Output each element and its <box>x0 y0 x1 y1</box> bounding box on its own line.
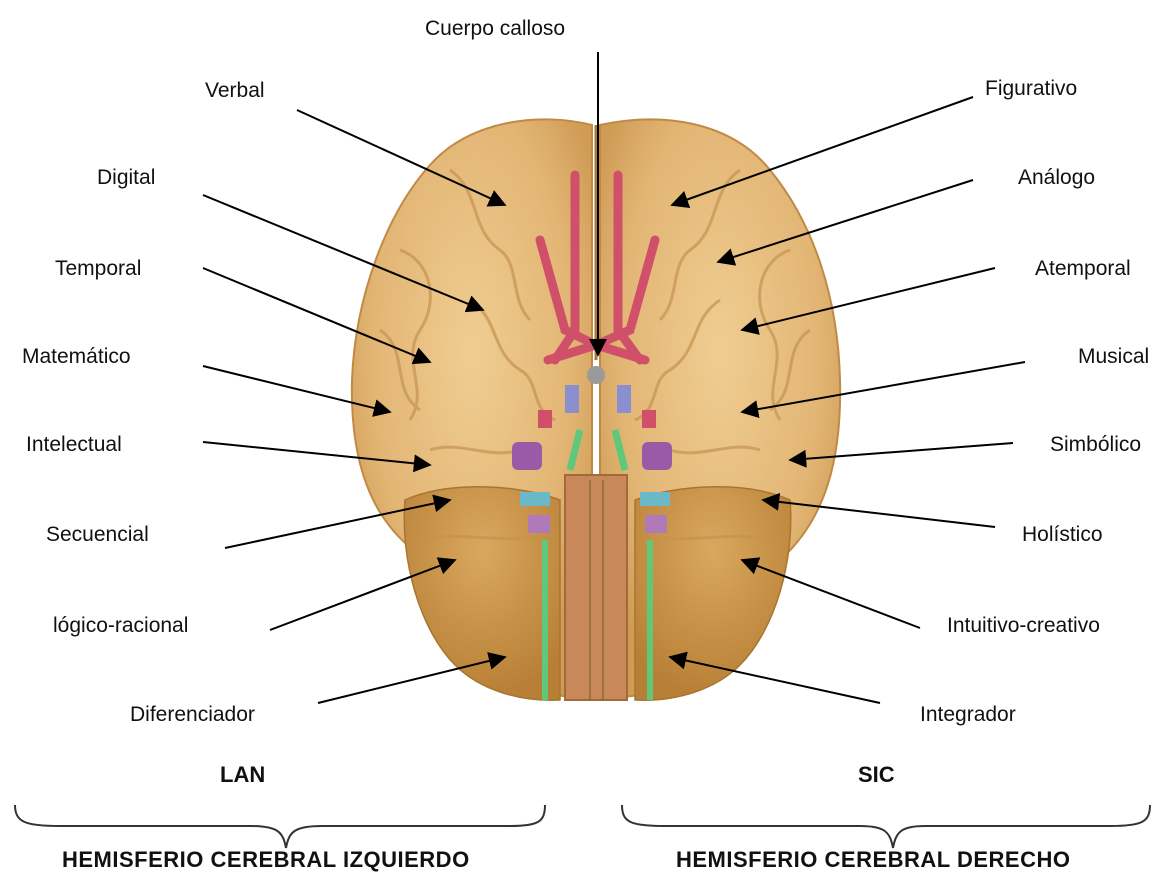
label-left-3: Temporal <box>55 258 141 279</box>
brainstem <box>565 475 627 700</box>
left-code: LAN <box>220 764 265 786</box>
label-cuerpo-calloso: Cuerpo calloso <box>425 18 565 39</box>
label-right-4: Musical <box>1078 346 1149 367</box>
label-left-8: Diferenciador <box>130 704 255 725</box>
label-right-3: Atemporal <box>1035 258 1131 279</box>
label-left-6: Secuencial <box>46 524 149 545</box>
label-right-5: Simbólico <box>1050 434 1141 455</box>
label-left-5: Intelectual <box>26 434 122 455</box>
label-right-8: Integrador <box>920 704 1016 725</box>
label-right-1: Figurativo <box>985 78 1077 99</box>
right-brace <box>622 805 1150 848</box>
right-hemisphere-title: HEMISFERIO CEREBRAL DERECHO <box>676 849 1070 871</box>
label-left-4: Matemático <box>22 346 131 367</box>
label-left-7: lógico-racional <box>53 615 188 636</box>
pituitary <box>587 366 605 384</box>
right-code: SIC <box>858 764 895 786</box>
label-left-2: Digital <box>97 167 155 188</box>
label-right-7: Intuitivo-creativo <box>947 615 1100 636</box>
label-right-2: Análogo <box>1018 167 1095 188</box>
label-left-1: Verbal <box>205 80 265 101</box>
label-right-6: Holístico <box>1022 524 1103 545</box>
left-brace <box>15 805 545 848</box>
left-hemisphere-title: HEMISFERIO CEREBRAL IZQUIERDO <box>62 849 470 871</box>
